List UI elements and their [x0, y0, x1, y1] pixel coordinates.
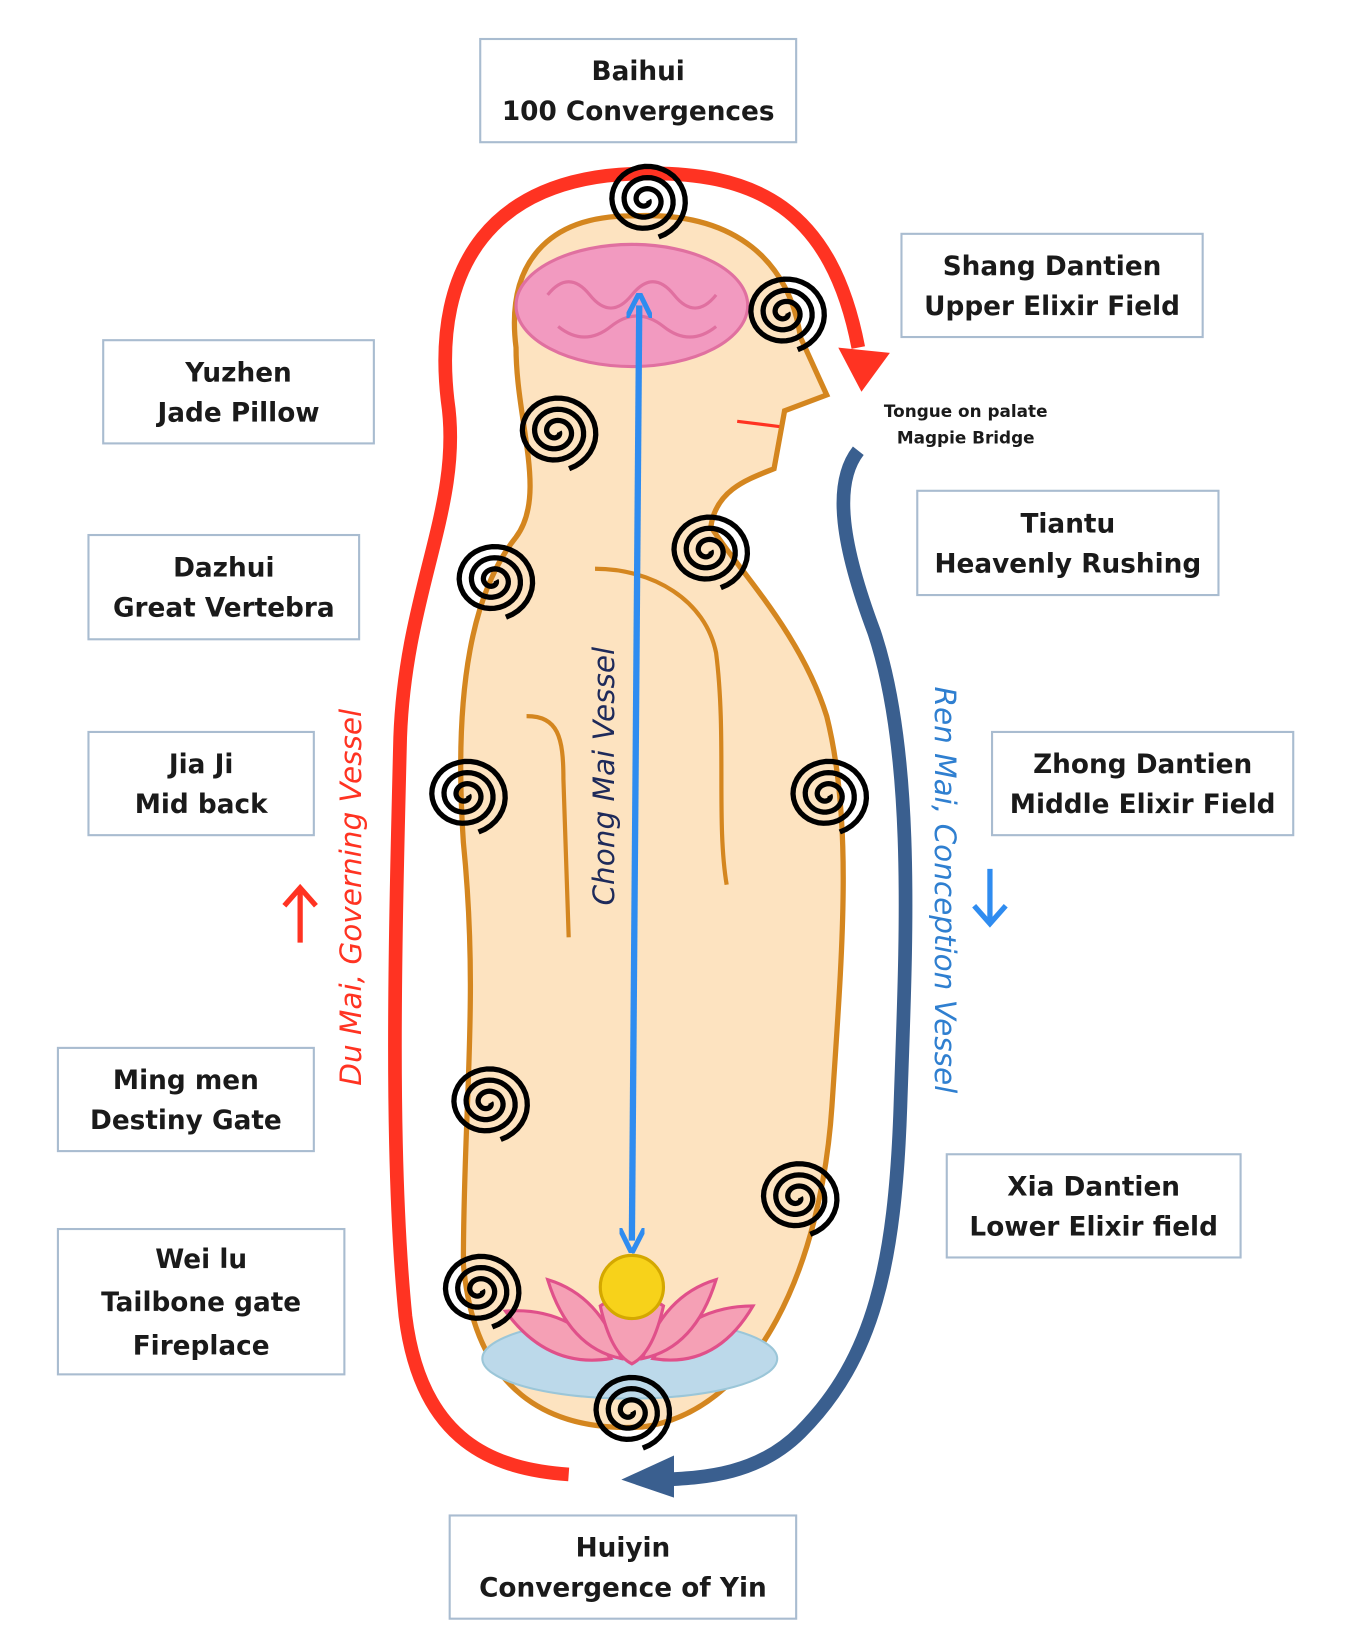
- label-box-border: [916, 489, 1220, 597]
- label-box-jiaji: Jia Ji Mid back: [87, 730, 315, 837]
- body-silhouette: [458, 212, 846, 1431]
- spiral-icon: [442, 1253, 522, 1330]
- lotus-icon: [502, 1277, 756, 1366]
- label-jiaji-line-2: Mid back: [135, 790, 268, 820]
- spiral-icon: [456, 543, 536, 620]
- label-jiaji-line-1: Jia Ji: [167, 750, 234, 780]
- mouth: [736, 419, 780, 429]
- arrow-up-icon: [282, 883, 318, 943]
- label-dazhui-line-1: Dazhui: [173, 554, 274, 584]
- label-tiantu-line-1: Tiantu: [1020, 509, 1115, 539]
- ren-mai-path: [663, 446, 913, 1487]
- label-mingmen-line-1: Ming men: [113, 1066, 259, 1096]
- label-huiyin-line-1: Huiyin: [576, 1534, 671, 1564]
- label-box-border: [479, 37, 798, 144]
- label-yuzhen-line-2: Jade Pillow: [155, 398, 319, 428]
- label-weilu-line-3: Fireplace: [133, 1331, 270, 1361]
- chong-mai-label: Chong Mai Vessel: [587, 646, 621, 905]
- tongue-label-2: Magpie Bridge: [897, 427, 1035, 447]
- brain-icon: [514, 242, 750, 369]
- spiral-icon: [609, 163, 688, 240]
- pearl-icon: [598, 1253, 666, 1321]
- ren-mai-label: Ren Mai, Conception Vessel: [928, 687, 962, 1095]
- label-yuzhen-line-1: Yuzhen: [184, 358, 292, 388]
- label-mingmen-line-2: Destiny Gate: [90, 1106, 282, 1136]
- label-box-border: [945, 1153, 1242, 1259]
- label-box-border: [87, 730, 315, 837]
- label-box-border: [87, 533, 361, 641]
- label-dazhui-line-2: Great Vertebra: [113, 594, 335, 624]
- label-xia-line-2: Lower Elixir field: [969, 1212, 1217, 1242]
- label-xia-line-1: Xia Dantien: [1007, 1172, 1180, 1202]
- label-box-border: [900, 232, 1204, 339]
- du-mai-path: [388, 166, 866, 1482]
- label-baihui-line-2: 100 Convergences: [502, 97, 775, 127]
- label-shang-line-1: Shang Dantien: [943, 252, 1162, 282]
- label-box-border: [990, 730, 1295, 837]
- spiral-points: [429, 163, 870, 1451]
- label-box-border: [102, 339, 375, 445]
- label-huiyin-line-2: Convergence of Yin: [479, 1574, 767, 1604]
- label-weilu-line-1: Wei lu: [155, 1245, 247, 1275]
- spiral-icon: [429, 758, 508, 835]
- spiral-icon: [760, 1161, 840, 1237]
- spiral-icon: [593, 1374, 673, 1451]
- label-box-baihui: Baihui 100 Convergences: [479, 37, 798, 144]
- spiral-icon: [748, 276, 827, 353]
- du-mai-label: Du Mai, Governing Vessel: [334, 708, 368, 1086]
- ren-mai-arrowhead: [621, 1455, 674, 1498]
- label-zhong-line-1: Zhong Dantien: [1033, 750, 1252, 780]
- label-tiantu-line-2: Heavenly Rushing: [935, 549, 1202, 579]
- label-box-border: [448, 1514, 798, 1620]
- spiral-icon: [451, 1066, 530, 1142]
- tongue-label-1: Tongue on palate: [884, 401, 1048, 421]
- label-weilu-line-2: Tailbone gate: [101, 1288, 301, 1318]
- spiral-icon: [790, 758, 870, 835]
- label-zhong-line-2: Middle Elixir Field: [1010, 790, 1276, 820]
- du-mai-arrowhead: [838, 347, 890, 392]
- spiral-icon: [671, 514, 751, 591]
- label-box-border: [56, 1227, 346, 1376]
- chong-mai-arrow: [632, 305, 639, 1240]
- label-baihui-line-1: Baihui: [592, 57, 685, 87]
- back-line: [526, 714, 571, 938]
- spiral-icon: [519, 395, 599, 472]
- label-box-border: [56, 1046, 315, 1153]
- arrow-down-icon: [972, 868, 1008, 928]
- label-shang-line-2: Upper Elixir Field: [924, 292, 1180, 322]
